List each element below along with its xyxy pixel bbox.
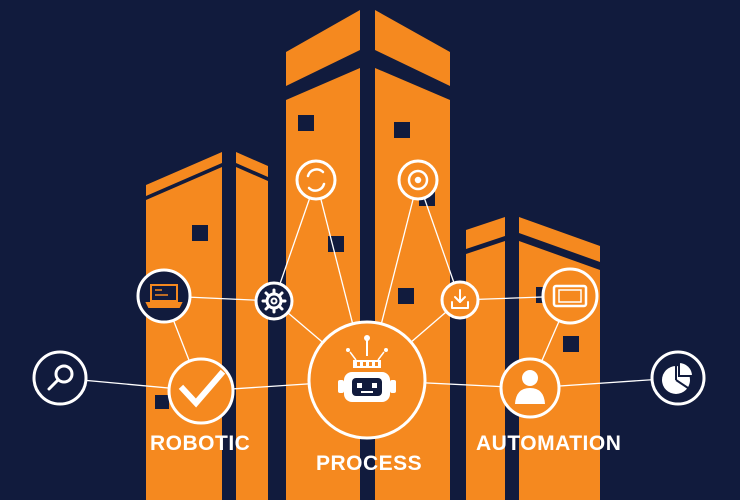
robot-icon	[338, 335, 396, 402]
robotic-label: ROBOTIC	[150, 432, 251, 455]
node-tablet	[541, 267, 599, 325]
automation-label: AUTOMATION	[476, 432, 622, 455]
search-icon	[47, 364, 74, 391]
right-building-roof-right	[519, 217, 600, 262]
left-building-face-right	[236, 167, 268, 500]
download-icon	[451, 289, 469, 309]
process-label: PROCESS	[316, 452, 423, 475]
target-icon	[407, 169, 429, 191]
user-icon	[515, 370, 545, 404]
connector	[417, 179, 461, 301]
connector	[273, 179, 317, 302]
window	[192, 225, 208, 241]
refresh-icon	[306, 168, 326, 192]
window	[328, 236, 344, 252]
window	[563, 336, 579, 352]
node-search	[32, 350, 88, 406]
center-building-roof-left	[286, 10, 360, 86]
pie-chart-icon	[662, 360, 695, 394]
window	[298, 115, 314, 131]
node-refresh	[295, 159, 337, 201]
laptop-icon	[145, 284, 183, 308]
window	[394, 122, 410, 138]
node-check	[167, 357, 235, 425]
left-building-roof-left	[146, 152, 222, 196]
right-building-face-left	[466, 241, 505, 500]
tablet-icon	[552, 284, 588, 308]
right-building-roof-left	[466, 217, 505, 249]
checkmark-icon	[178, 369, 226, 408]
gear-icon	[261, 288, 287, 314]
center-building-roof-right	[375, 10, 450, 86]
window	[398, 288, 414, 304]
window	[155, 395, 169, 409]
left-building-roof-right	[236, 152, 268, 177]
node-gear	[254, 281, 294, 321]
node-laptop	[136, 268, 192, 324]
